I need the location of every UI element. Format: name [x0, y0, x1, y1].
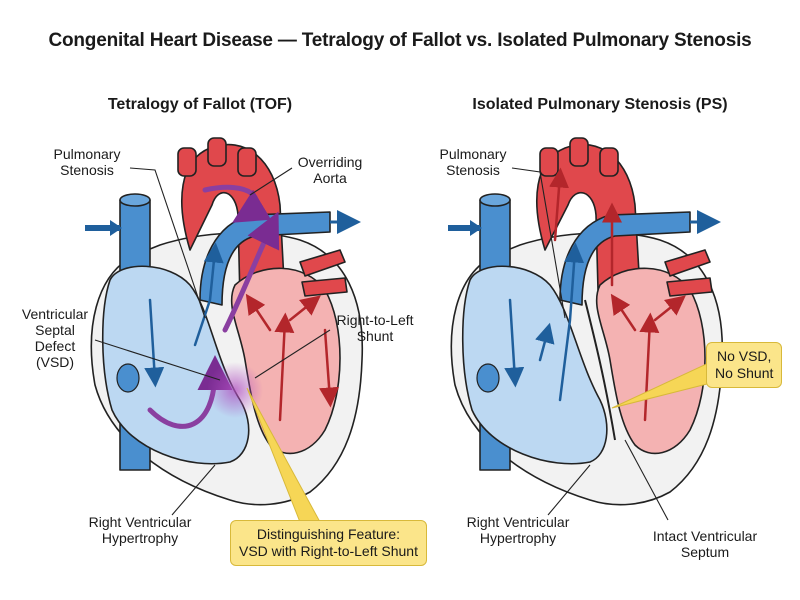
ps-intact-septum — [584, 299, 616, 441]
label-text: Ventricular Septal Defect (VSD) — [21, 306, 89, 370]
label-text: Right Ventricular Hypertrophy — [466, 514, 570, 546]
label-text: Right-to-Left Shunt — [336, 312, 414, 344]
label-text: Overriding Aorta — [297, 154, 363, 186]
page-title: Congenital Heart Disease — Tetralogy of … — [48, 30, 752, 51]
tof-pulmonary-stenosis-label: Pulmonary Stenosis — [42, 146, 132, 178]
tof-rvh-label: Right Ventricular Hypertrophy — [70, 514, 210, 546]
tof-shunt-label: Right-to-Left Shunt — [325, 312, 425, 344]
label-text: Intact Ventricular Septum — [652, 528, 758, 560]
tof-right-ventricle — [101, 265, 250, 465]
ps-rvh-label: Right Ventricular Hypertrophy — [448, 514, 588, 546]
ps-intact-septum-label: Intact Ventricular Septum — [630, 528, 780, 560]
tof-heading: Tetralogy of Fallot (TOF) — [107, 96, 293, 113]
ps-pulmonary-stenosis-label: Pulmonary Stenosis — [428, 146, 518, 178]
label-text: Pulmonary Stenosis — [439, 146, 507, 178]
ps-no-vsd-callout: No VSD, No Shunt — [706, 342, 783, 388]
tof-overriding-aorta-label: Overriding Aorta — [290, 154, 370, 186]
ps-heading: Isolated Pulmonary Stenosis (PS) — [472, 96, 728, 113]
tof-heart — [85, 137, 364, 506]
callout-text: Distinguishing Feature: VSD with Right-t… — [239, 526, 418, 559]
label-text: Right Ventricular Hypertrophy — [88, 514, 192, 546]
ps-right-ventricle — [461, 265, 608, 465]
tof-vsd-label: Ventricular Septal Defect (VSD) — [10, 306, 100, 370]
tof-aorta — [181, 143, 286, 301]
callout-text: No VSD, No Shunt — [715, 348, 774, 381]
tof-distinguishing-feature-callout: Distinguishing Feature: VSD with Right-t… — [230, 520, 427, 566]
ps-heart — [448, 137, 724, 506]
label-text: Pulmonary Stenosis — [53, 146, 121, 178]
